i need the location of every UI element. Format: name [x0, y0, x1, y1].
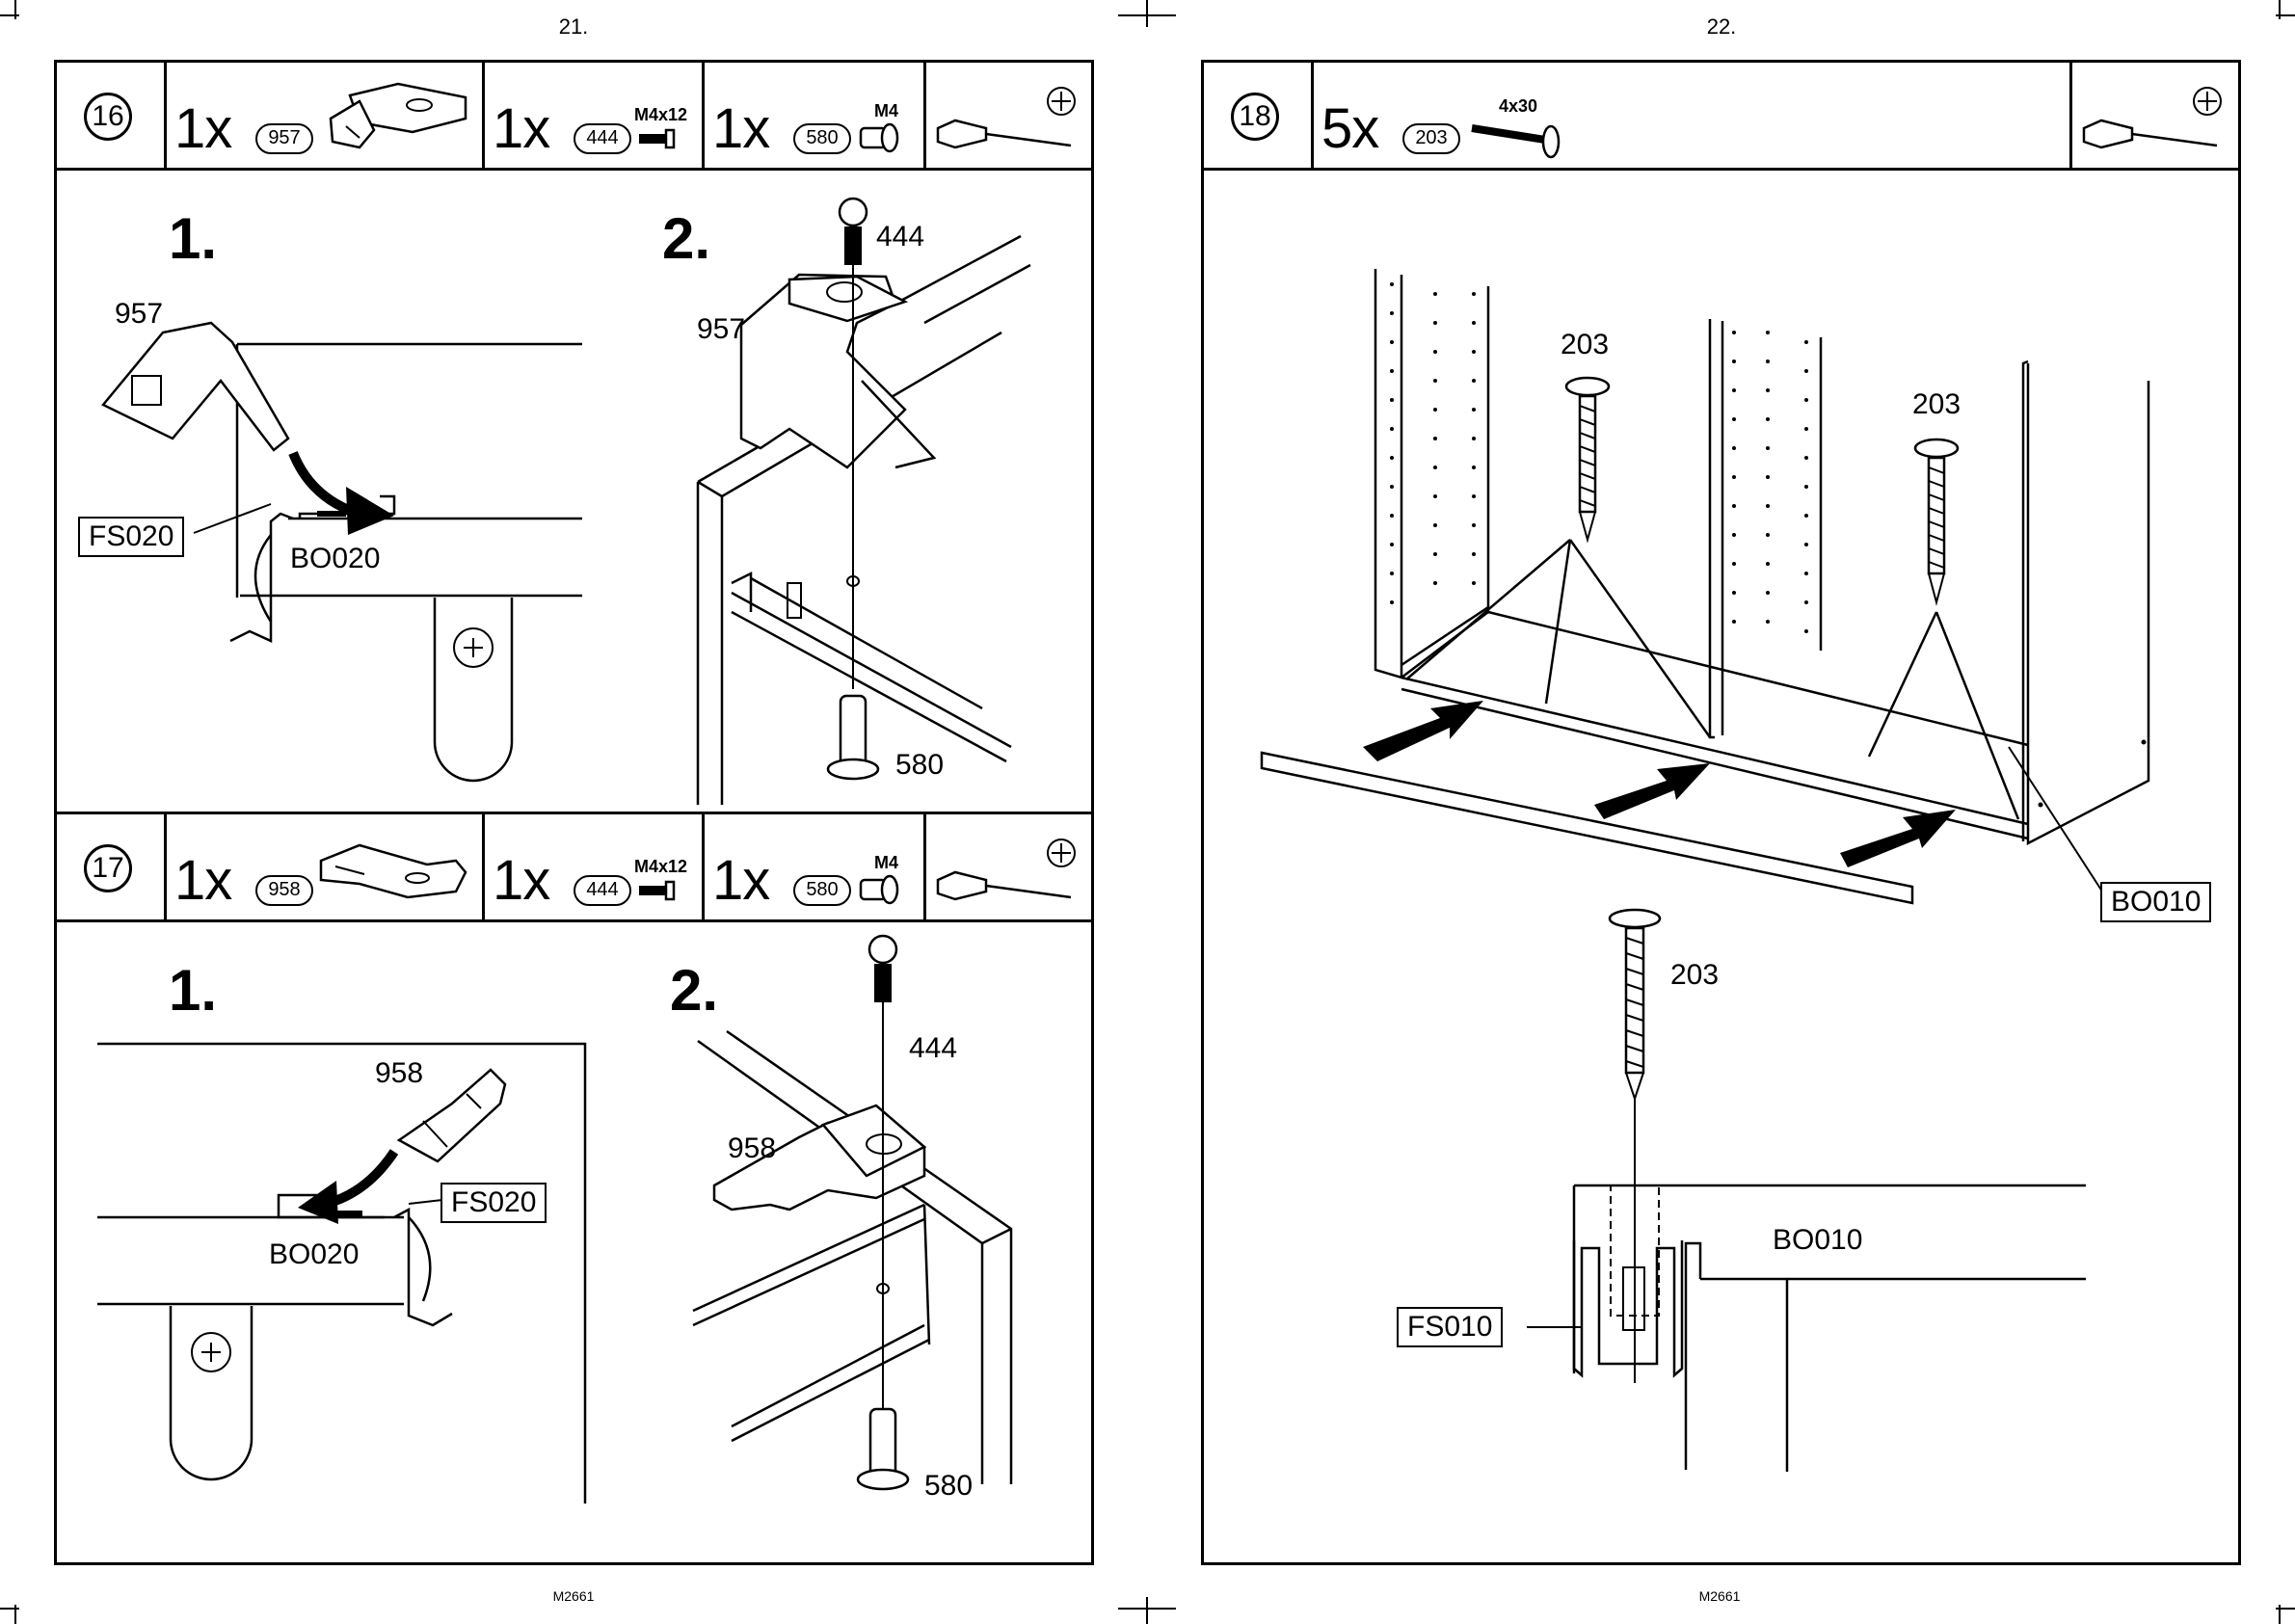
board-label-bo010: BO010: [2100, 882, 2211, 922]
fitting-label-fs010: FS010: [1397, 1307, 1503, 1347]
page-number-right: 22.: [1673, 14, 1770, 40]
board-label-bo020: BO020: [269, 1238, 359, 1271]
fitting-clip-diagram: [57, 814, 1091, 1562]
page-number-left: 21.: [525, 14, 622, 40]
nut-label-580: 580: [895, 749, 944, 782]
screw-label-444: 444: [909, 1032, 957, 1065]
screw-label-203: 203: [1670, 959, 1719, 992]
step-16-panel: 16 1x 957 1x 444 M4x12 1x 580 M4: [54, 60, 1094, 814]
step-18-panel: 18 5x 203 4x30: [1201, 60, 2241, 1565]
screw-203-upper-left: [1566, 378, 1609, 540]
screw-label-203: 203: [1561, 329, 1609, 361]
board-label-bo020: BO020: [290, 543, 380, 575]
fitting-clip-diagram: [57, 63, 1091, 812]
fitting-label-957: 957: [697, 313, 745, 346]
fitting-label-fs020: FS020: [78, 517, 184, 557]
fitting-label-958: 958: [728, 1132, 776, 1165]
board-label-bo010: BO010: [1773, 1224, 1862, 1257]
screw-label-203: 203: [1912, 388, 1961, 421]
page-code-left: M2661: [516, 1588, 631, 1604]
screw-203-upper-right: [1915, 439, 1958, 602]
screw-label-444: 444: [876, 221, 924, 253]
part-label-957: 957: [115, 298, 163, 331]
step-17-panel: 17 1x 958 1x 444 M4x12 1x 580 M4: [54, 812, 1094, 1565]
part-label-958: 958: [375, 1057, 423, 1090]
cabinet-plinth-diagram: [1204, 63, 2238, 1562]
nut-label-580: 580: [924, 1470, 973, 1503]
page-code-right: M2661: [1662, 1588, 1777, 1604]
fitting-label-fs020: FS020: [440, 1183, 547, 1223]
